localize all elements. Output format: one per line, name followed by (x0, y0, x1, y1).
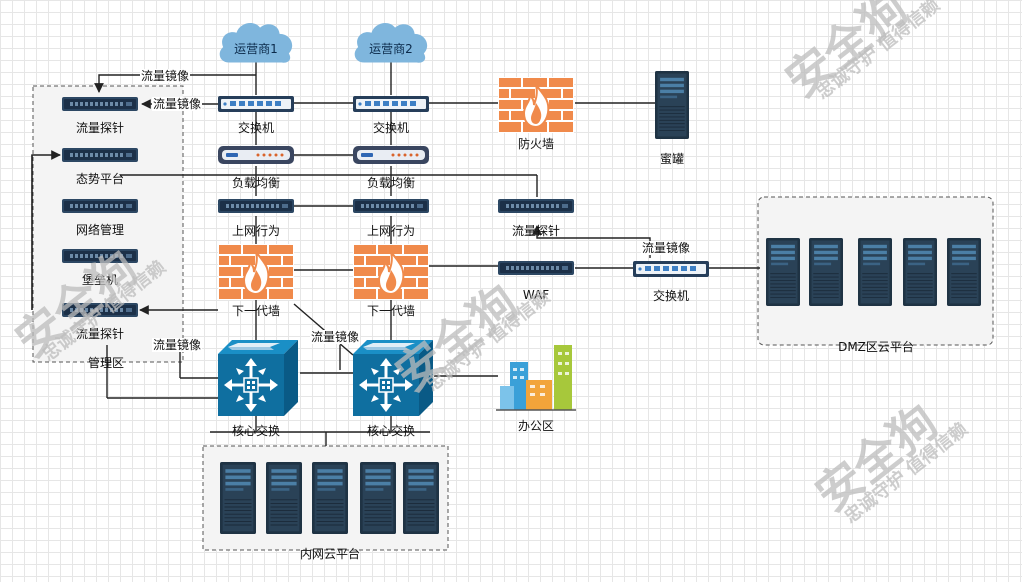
ngfw-1 (218, 244, 294, 300)
dmz-switch-label: 交换机 (652, 289, 690, 303)
honeypot-server (655, 70, 689, 140)
ngfw2-label: 下一代墙 (366, 304, 416, 318)
dmz-servers (766, 237, 981, 307)
firewall-top-label: 防火墙 (517, 137, 555, 151)
core2-label: 核心交换 (366, 424, 416, 438)
load-balancer-2 (353, 146, 429, 164)
office-buildings (496, 345, 576, 411)
behavior-mgmt-2 (353, 199, 429, 213)
management-zone-title: 管理区 (87, 356, 125, 370)
ngfw-2 (353, 244, 429, 300)
dmz-switch (633, 261, 709, 277)
switch1-label: 交换机 (237, 121, 275, 135)
mirror-label-core-mid: 流量镜像 (310, 330, 361, 344)
mgmt-item-label: 堡垒机 (81, 273, 119, 287)
core-switch-2 (353, 340, 433, 416)
behavior2-label: 上网行为 (366, 224, 416, 238)
core1-label: 核心交换 (231, 424, 281, 438)
traffic-probe-mid (498, 199, 574, 213)
isp2-label: 运营商2 (369, 42, 413, 56)
intranet-zone-title: 内网云平台 (299, 547, 361, 561)
behavior-mgmt-1 (218, 199, 294, 213)
mirror-label-core-left: 流量镜像 (152, 338, 203, 352)
mgmt-situation-platform (62, 148, 138, 162)
mirror-label-probe: 流量镜像 (152, 97, 203, 111)
ngfw1-label: 下一代墙 (231, 304, 281, 318)
waf-device (498, 261, 574, 275)
switch2-label: 交换机 (372, 121, 410, 135)
lb2-label: 负载均衡 (366, 176, 416, 190)
mgmt-item-label: 网络管理 (75, 223, 125, 237)
dmz-zone-title: DMZ区云平台 (838, 340, 914, 354)
mgmt-bastion-host (62, 249, 138, 263)
isp1-label: 运营商1 (234, 42, 278, 56)
switch-1 (218, 96, 294, 112)
mgmt-item-label: 流量探针 (75, 327, 125, 341)
mgmt-probe-top (62, 97, 138, 111)
connection-lines (31, 62, 760, 446)
lb1-label: 负载均衡 (231, 176, 281, 190)
load-balancer-1 (218, 146, 294, 164)
mirror-label-top: 流量镜像 (140, 69, 191, 83)
mgmt-probe-bottom (62, 303, 138, 317)
switch-2 (353, 96, 429, 112)
mgmt-item-label: 流量探针 (75, 121, 125, 135)
behavior1-label: 上网行为 (231, 224, 281, 238)
probe-mid-label: 流量探针 (511, 224, 561, 238)
mirror-label-dmz: 流量镜像 (641, 241, 692, 255)
office-label: 办公区 (517, 419, 555, 433)
mgmt-item-label: 态势平台 (75, 172, 125, 186)
firewall-top (498, 77, 574, 133)
waf-label: WAF (522, 288, 550, 302)
mgmt-network-management (62, 199, 138, 213)
core-switch-1 (218, 340, 298, 416)
intranet-servers (220, 461, 439, 535)
honeypot-label: 蜜罐 (659, 152, 685, 166)
